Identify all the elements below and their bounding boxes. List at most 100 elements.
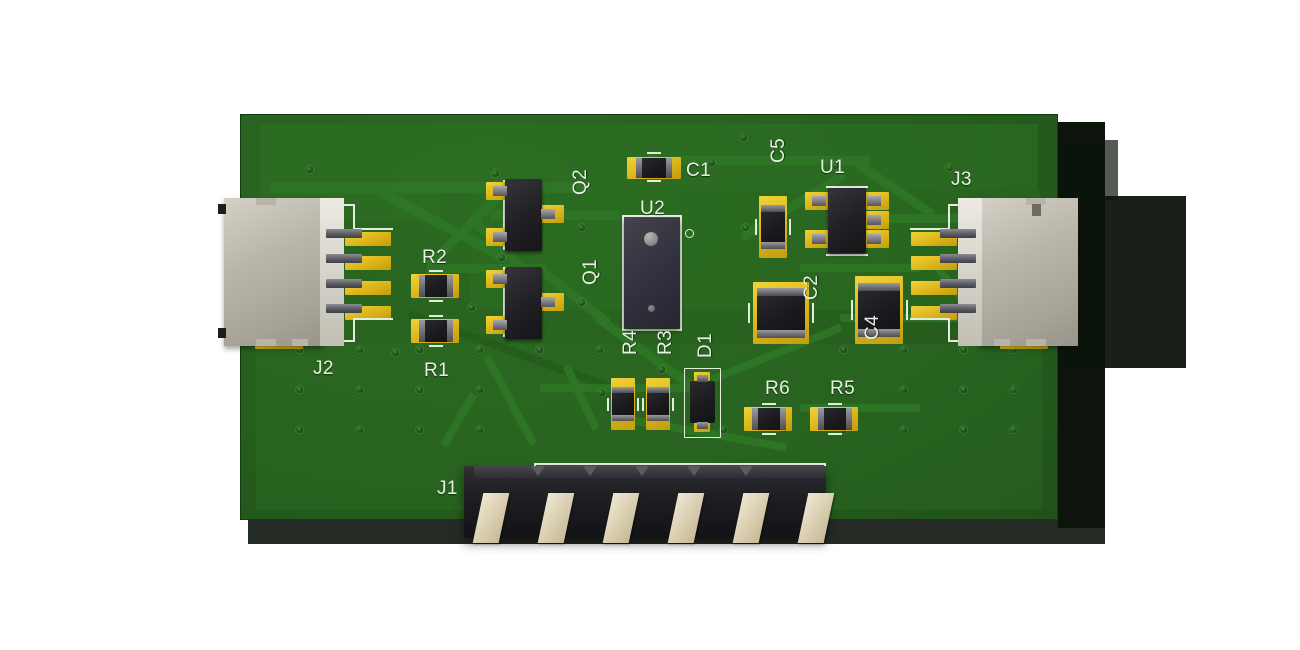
designator-d1: D1 xyxy=(695,332,716,358)
component-u2 xyxy=(624,218,680,328)
lead-q1-3 xyxy=(541,297,555,307)
via xyxy=(356,426,363,433)
silk-j3-outline-bl xyxy=(948,318,950,342)
lead-u1-1 xyxy=(812,196,826,206)
designator-r1: R1 xyxy=(424,360,450,381)
u2-pin1-dot xyxy=(644,232,658,246)
connector-j2-pin-4 xyxy=(326,304,362,313)
designator-c1: C1 xyxy=(686,160,712,181)
designator-c4: C4 xyxy=(862,314,883,340)
via xyxy=(658,366,665,373)
j1-notch-5 xyxy=(739,466,753,476)
trace-t17 xyxy=(840,314,970,322)
silk-j3-outline-tl2 xyxy=(910,228,950,230)
silk-c2-r xyxy=(812,303,814,323)
via xyxy=(780,386,787,393)
via xyxy=(578,299,585,306)
silk-j3-outline-bl2 xyxy=(910,318,950,320)
silk-r4-l xyxy=(607,398,609,411)
board-shadow-corner xyxy=(1058,140,1118,200)
component-d1 xyxy=(690,375,715,429)
trace-t23 xyxy=(800,404,920,412)
component-r4 xyxy=(612,387,634,421)
via xyxy=(416,426,423,433)
silk-c2-l xyxy=(748,303,750,323)
trace-t16 xyxy=(800,264,920,272)
designator-c5: C5 xyxy=(768,137,789,163)
lead-q2-3 xyxy=(541,209,555,219)
via xyxy=(900,426,907,433)
via xyxy=(306,166,313,173)
silk-r2-b xyxy=(429,300,443,302)
component-c1 xyxy=(636,158,672,178)
connector-j2-pin-3 xyxy=(326,279,362,288)
designator-r5: R5 xyxy=(830,378,856,399)
j1-notch-4 xyxy=(687,466,701,476)
silk-c1-b xyxy=(647,180,661,182)
silk-j2-outline-tr2 xyxy=(353,228,393,230)
via xyxy=(960,386,967,393)
lead-q1-1 xyxy=(493,274,507,284)
component-c4 xyxy=(858,283,900,337)
silk-u2-bottom xyxy=(622,329,682,331)
trace-t13 xyxy=(670,156,870,165)
designator-u2: U2 xyxy=(640,198,666,219)
via xyxy=(356,386,363,393)
designator-r4: R4 xyxy=(620,329,641,355)
silk-u1-bottom xyxy=(826,254,868,256)
connector-j1 xyxy=(464,466,826,538)
via xyxy=(468,304,475,311)
silk-c1-t xyxy=(647,152,661,154)
via xyxy=(840,386,847,393)
via xyxy=(596,346,603,353)
lead-q2-1 xyxy=(493,186,507,196)
silk-u2-pin1-marker xyxy=(685,229,694,238)
lead-u1-6 xyxy=(867,196,881,206)
via xyxy=(476,426,483,433)
silk-r1-t xyxy=(429,315,443,317)
via xyxy=(740,134,747,141)
silk-j2-outline-br xyxy=(353,318,355,342)
via xyxy=(960,426,967,433)
via xyxy=(1010,426,1017,433)
via xyxy=(720,426,727,433)
trace-t1 xyxy=(270,182,590,193)
via xyxy=(1010,346,1017,353)
silk-r2-t xyxy=(429,270,443,272)
designator-j3: J3 xyxy=(951,169,972,190)
via xyxy=(296,426,303,433)
silk-q1-left xyxy=(503,267,505,337)
via xyxy=(392,349,399,356)
connector-j3-pin-3 xyxy=(940,279,976,288)
via xyxy=(296,346,303,353)
lead-u1-5 xyxy=(867,215,881,225)
silk-r4-r xyxy=(637,398,639,411)
j1-notch-3 xyxy=(635,466,649,476)
via xyxy=(900,386,907,393)
silk-c5-l xyxy=(755,219,757,235)
silk-r1-b xyxy=(429,345,443,347)
designator-j1: J1 xyxy=(437,478,458,499)
silk-u2-right xyxy=(680,215,682,331)
silk-c5-r xyxy=(789,219,791,235)
via xyxy=(598,389,605,396)
component-q2 xyxy=(505,179,542,251)
via xyxy=(356,346,363,353)
lead-q1-2 xyxy=(493,320,507,330)
via xyxy=(536,346,543,353)
component-r2 xyxy=(419,275,453,297)
silk-j3-outline-tl xyxy=(948,204,950,230)
connector-j3 xyxy=(940,198,1078,346)
lead-u1-2 xyxy=(812,234,826,244)
via xyxy=(416,386,423,393)
board-shadow-connector-j3 xyxy=(1058,196,1186,368)
silk-u2-left xyxy=(622,215,624,331)
designator-q2: Q2 xyxy=(570,168,591,195)
via xyxy=(832,162,839,169)
via xyxy=(1010,386,1017,393)
connector-j3-pin-4 xyxy=(940,304,976,313)
silk-r3-r xyxy=(672,398,674,411)
designator-j2: J2 xyxy=(313,358,334,379)
silk-r6-t xyxy=(762,403,776,405)
via xyxy=(960,346,967,353)
